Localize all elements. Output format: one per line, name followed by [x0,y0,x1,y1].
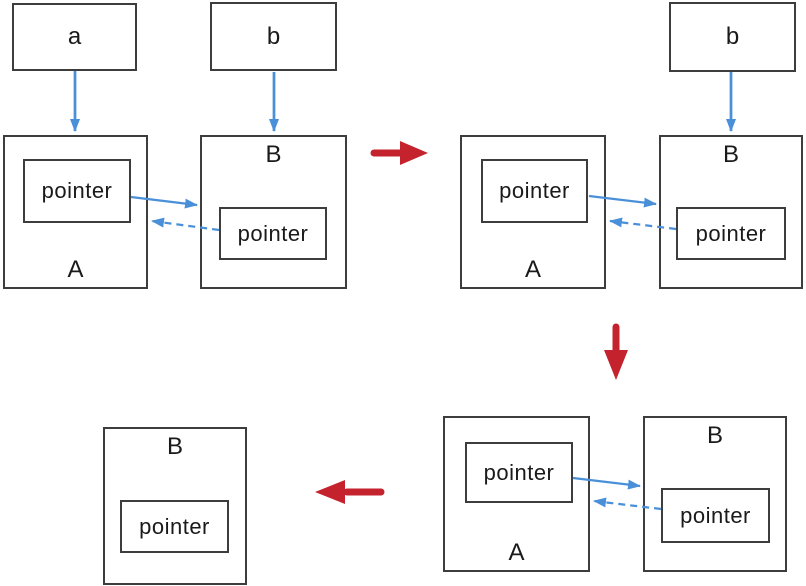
pointer-label: pointer [695,220,767,246]
state3-pointer-box-in-A: pointer [465,442,573,503]
pointer-label: pointer [499,178,570,203]
var-a-label: a [67,23,82,50]
state2-var-box-b: b [669,2,796,72]
pointer-label: pointer [680,502,751,528]
state1-var-box-a: a [12,3,137,71]
object-B-label: B [265,141,282,168]
state1-pointer-box-in-A: pointer [23,159,131,223]
object-B-label: B [706,422,723,449]
pointer-label: pointer [483,459,555,485]
transition-arrow-down-icon [604,323,628,380]
state1-object-box-A: pointer A [3,135,148,289]
state2-object-box-B: B pointer [659,135,803,289]
object-B-label: B [166,433,183,460]
state2-pointer-box-in-A: pointer [481,159,588,223]
state1-object-box-B: B pointer [200,135,347,289]
object-A-label: A [67,256,84,283]
object-B-label: B [722,141,739,168]
var-b-label: b [266,22,281,50]
transition-arrow-left-icon [315,480,385,504]
state4-pointer-box-in-B: pointer [120,500,229,553]
state3-object-box-A: pointer A [443,416,590,572]
var-b-label: b [725,23,740,50]
state1-pointer-box-in-B: pointer [219,207,327,260]
state4-object-box-B: B pointer [103,427,247,585]
state2-object-box-A: pointer A [460,135,606,289]
object-A-label: A [524,256,541,283]
state2-pointer-box-in-B: pointer [676,207,786,260]
state1-var-box-b: b [210,2,337,71]
object-A-label: A [508,539,525,566]
pointer-label: pointer [139,513,210,539]
state3-pointer-box-in-B: pointer [661,488,770,543]
pointer-label: pointer [237,220,309,246]
state3-object-box-B: B pointer [643,416,787,572]
pointer-label: pointer [41,178,113,203]
transition-arrow-right-icon [370,141,428,165]
